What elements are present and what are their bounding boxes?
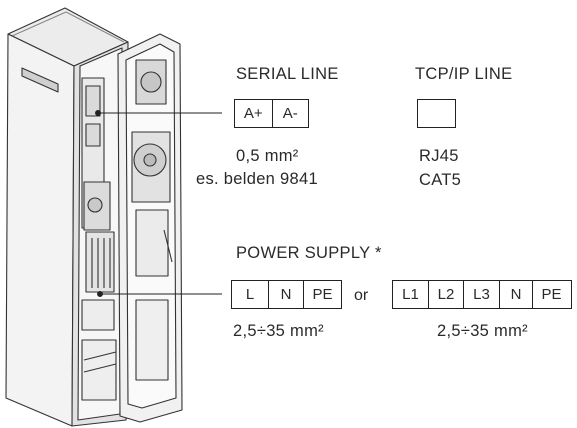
serial-line-title: SERIAL LINE — [236, 65, 339, 83]
power-leader-dot — [97, 291, 103, 297]
power-supply-title: POWER SUPPLY * — [236, 244, 382, 262]
serial-spec-cable: es. belden 9841 — [196, 170, 318, 188]
terminal-pe-three-phase: PE — [532, 281, 570, 308]
tcpip-spec-cable: CAT5 — [419, 171, 462, 189]
tcpip-port-box — [417, 99, 456, 128]
terminal-l3: L3 — [463, 281, 499, 308]
single-phase-terminal-block: L N PE — [231, 280, 342, 309]
terminal-n: N — [268, 281, 303, 308]
single-phase-cable-spec: 2,5÷35 mm² — [233, 322, 324, 340]
terminal-l2: L2 — [428, 281, 463, 308]
terminal-l: L — [245, 286, 255, 303]
serial-spec-section: 0,5 mm² — [236, 147, 299, 165]
terminal-a-minus: A- — [271, 100, 309, 127]
serial-leader-dot — [95, 110, 101, 116]
terminal-a-plus: A+ — [243, 105, 263, 122]
or-joiner: or — [354, 287, 369, 304]
three-phase-cable-spec: 2,5÷35 mm² — [437, 322, 528, 340]
terminal-l1: L1 — [402, 286, 419, 303]
three-phase-terminal-block: L1 L2 L3 N PE — [392, 280, 572, 309]
terminal-pe: PE — [303, 281, 341, 308]
serial-terminal-block: A+ A- — [234, 99, 309, 128]
terminal-n-three-phase: N — [499, 281, 532, 308]
tcpip-spec-connector: RJ45 — [419, 147, 459, 165]
tcpip-line-title: TCP/IP LINE — [415, 65, 513, 83]
